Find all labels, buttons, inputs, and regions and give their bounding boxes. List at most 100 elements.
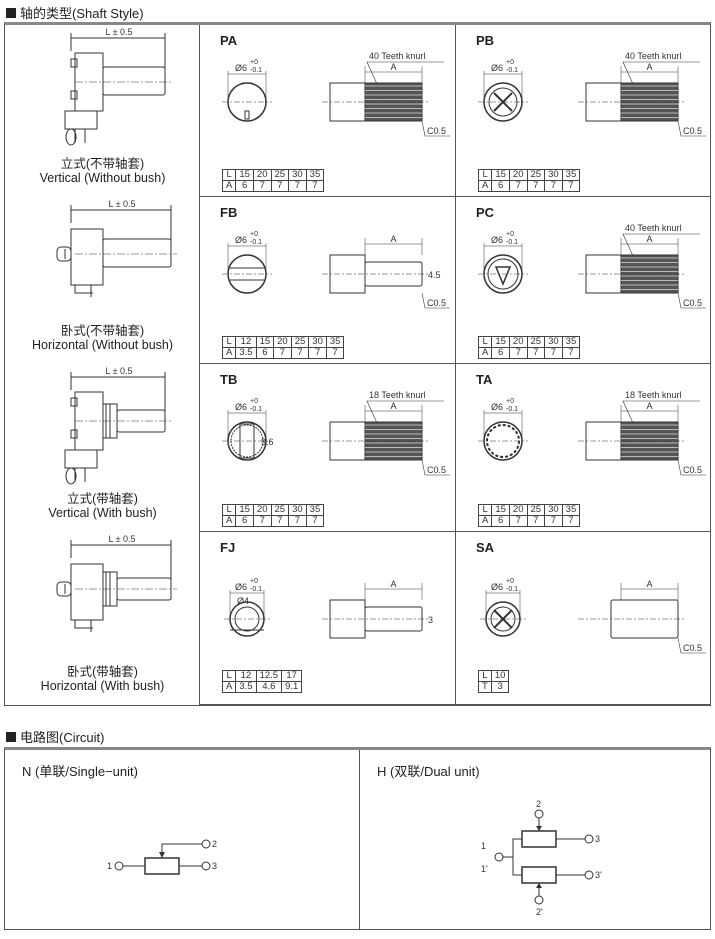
table-cell: L	[477, 504, 493, 516]
table-cell: A	[477, 347, 493, 359]
table-cell: 9.1	[281, 681, 303, 693]
diameter-label: Ø6	[235, 63, 247, 73]
table-cell: 25	[290, 336, 310, 348]
table-cell: 25	[526, 504, 546, 516]
mounting-caption: 立式(不带轴套) Vertical (Without bush)	[5, 157, 200, 185]
length-a-label: A	[646, 579, 652, 589]
table-cell: 15	[235, 504, 254, 516]
shaft-drawing: Ø6 +0 -0.1 A 40 Teeth knurl C0.5	[222, 51, 450, 137]
tolerance-upper: +0	[506, 59, 514, 66]
potentiometer-drawing: L ± 0.5	[56, 199, 177, 297]
table-cell: 7	[288, 515, 307, 527]
table-cell: L	[477, 336, 493, 348]
length-dimension: L ± 0.5	[105, 366, 132, 376]
shaft-drawing: Ø6 +0 -0.1 A 18 Teeth knurl C0.5 3.6	[222, 390, 450, 476]
table-cell: 15	[235, 169, 254, 181]
table-cell: L	[221, 336, 237, 348]
mounting-cn: 卧式(不带轴套)	[60, 324, 145, 338]
shaft-drawing: Ø6 +0 -0.1 A 40 Teeth knurl C0.5	[478, 223, 706, 309]
table-cell: 25	[526, 169, 546, 181]
length-a-label: A	[390, 62, 396, 72]
table-cell: 7	[561, 515, 581, 527]
shaft-code: FB	[220, 205, 238, 220]
diameter-label: Ø6	[235, 235, 247, 245]
table-cell: 6	[235, 180, 254, 192]
table-cell: 30	[308, 336, 327, 348]
pin-label: 2	[212, 839, 217, 849]
square-bullet-icon	[6, 7, 16, 18]
tolerance-upper: +0	[250, 578, 258, 585]
table-cell: 10	[490, 670, 510, 682]
tolerance-lower: -0.1	[250, 67, 262, 74]
table-cell: 7	[290, 347, 310, 359]
table-cell: 35	[561, 504, 581, 516]
table-cell: 30	[288, 504, 307, 516]
tolerance-lower: -0.1	[506, 586, 518, 593]
mounting-2: L ± 0.5 立式(带轴套) Vertical (With bush)	[5, 364, 200, 532]
shaft-drawing: Ø6 +0 -0.1 A 3 Ø4	[224, 578, 433, 639]
table-cell: A	[477, 180, 493, 192]
shaft-code: PC	[476, 205, 495, 220]
diameter-label: Ø6	[235, 582, 247, 592]
flat-dimension-label: 4.5	[428, 270, 441, 280]
table-cell: 6	[255, 347, 275, 359]
table-cell: 6	[491, 515, 510, 527]
tolerance-upper: +0	[506, 231, 514, 238]
table-cell: 7	[508, 515, 528, 527]
table-cell: 7	[526, 180, 546, 192]
table-cell: 35	[305, 504, 325, 516]
table-cell: 20	[252, 504, 272, 516]
mounting-cn: 立式(不带轴套)	[60, 157, 145, 171]
diameter-label: Ø6	[491, 235, 503, 245]
knurl-label: 40 Teeth knurl	[625, 51, 681, 61]
mounting-column: L ± 0.5 立式(不带轴套) Vertical (Without bush)…	[5, 25, 200, 705]
mounting-en: Vertical (With bush)	[48, 506, 157, 520]
table-cell: 20	[508, 504, 528, 516]
chamfer-label: C0.5	[427, 465, 446, 475]
table-cell: 7	[561, 347, 581, 359]
table-cell: 20	[252, 169, 272, 181]
knurl-label: 18 Teeth knurl	[625, 390, 681, 400]
flat-dimension-label: 3	[428, 615, 433, 625]
table-cell: T	[478, 681, 492, 693]
chamfer-label: C0.5	[683, 126, 702, 136]
pin-label: 1	[107, 861, 112, 871]
tolerance-upper: +0	[250, 59, 258, 66]
mounting-1: L ± 0.5 卧式(不带轴套) Horizontal (Without bus…	[5, 197, 200, 364]
tolerance-upper: +0	[506, 578, 514, 585]
table-cell: 15	[491, 504, 510, 516]
table-cell: 3.5	[235, 681, 257, 693]
table-cell: 30	[544, 169, 563, 181]
potentiometer-drawing: L ± 0.5	[56, 534, 177, 632]
shaft-drawing: Ø6 +0 -0.1 A C0.5	[480, 578, 706, 654]
table-cell: 7	[544, 180, 563, 192]
table-cell: 3	[490, 681, 510, 693]
table-cell: L	[477, 169, 493, 181]
chamfer-label: C0.5	[427, 298, 446, 308]
mounting-cn: 立式(带轴套)	[67, 492, 138, 506]
dual-unit-title: H (双联/Dual unit)	[377, 764, 480, 779]
length-dimension: L ± 0.5	[105, 27, 132, 37]
table-cell: 25	[526, 336, 546, 348]
length-a-label: A	[646, 234, 652, 244]
knurl-label: 18 Teeth knurl	[369, 390, 425, 400]
tolerance-lower: -0.1	[250, 586, 262, 593]
mounting-en: Horizontal (With bush)	[40, 679, 165, 693]
shaft-code: SA	[476, 540, 495, 555]
table-cell: 17	[281, 670, 303, 682]
table-cell: L	[221, 670, 237, 682]
table-cell: 7	[273, 347, 292, 359]
table-cell: 7	[508, 347, 528, 359]
dual-unit-circuit: 1 1' 2 2' 3 3'	[481, 799, 602, 917]
length-a-label: A	[390, 579, 396, 589]
